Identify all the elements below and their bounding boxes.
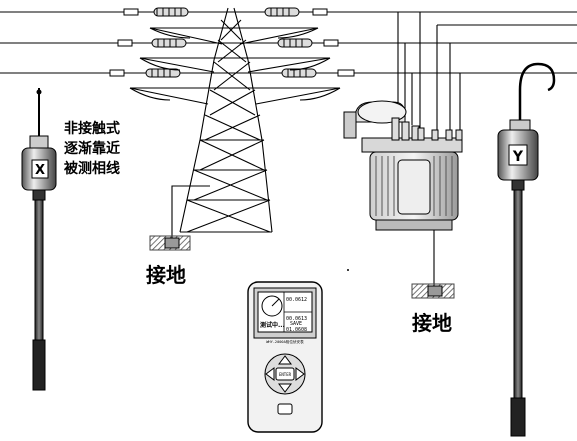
- annotation-line-2: 逐渐靠近: [64, 140, 120, 157]
- power-key[interactable]: [277, 403, 293, 415]
- sensor-y-probe: Y: [497, 62, 556, 437]
- arrow-down-key-icon[interactable]: [278, 383, 292, 393]
- arrow-left-key-icon[interactable]: [265, 367, 275, 381]
- meter-reading-top: 00.0612: [286, 297, 307, 303]
- stray-dot: [347, 269, 349, 271]
- approach-annotation: 非接触式 逐渐靠近 被测相线: [64, 120, 120, 177]
- ground-label-transformer: 接地: [412, 311, 452, 335]
- meter-sub: 01.0608: [286, 327, 307, 333]
- sensor-x-label: X: [35, 163, 45, 178]
- sensor-x-probe: X: [21, 88, 57, 391]
- meter-reading-bottom: 00.0613: [286, 316, 307, 322]
- annotation-line-1: 非接触式: [64, 120, 120, 137]
- arrow-right-key-icon[interactable]: [295, 367, 305, 381]
- meter-header-strip: WHY-2000A相位伏安表: [266, 339, 304, 344]
- line-insulators: [109, 7, 355, 78]
- phase-meter-device: 00.0612 00.0613 测试中... SAVE 01.0608 WHY-…: [247, 281, 323, 433]
- meter-save: SAVE: [290, 321, 302, 327]
- tower-ground: [149, 185, 210, 251]
- transformer: [343, 100, 463, 299]
- annotation-line-3: 被测相线: [64, 160, 120, 177]
- meter-status: 测试中...: [260, 321, 285, 329]
- enter-key[interactable]: [275, 367, 295, 381]
- arrow-up-key-icon[interactable]: [278, 355, 292, 365]
- enter-key-label: ENTER: [279, 372, 292, 377]
- ground-label-tower: 接地: [146, 263, 186, 287]
- meter-keypad: ENTER: [264, 353, 306, 415]
- sensor-y-label: Y: [512, 149, 524, 165]
